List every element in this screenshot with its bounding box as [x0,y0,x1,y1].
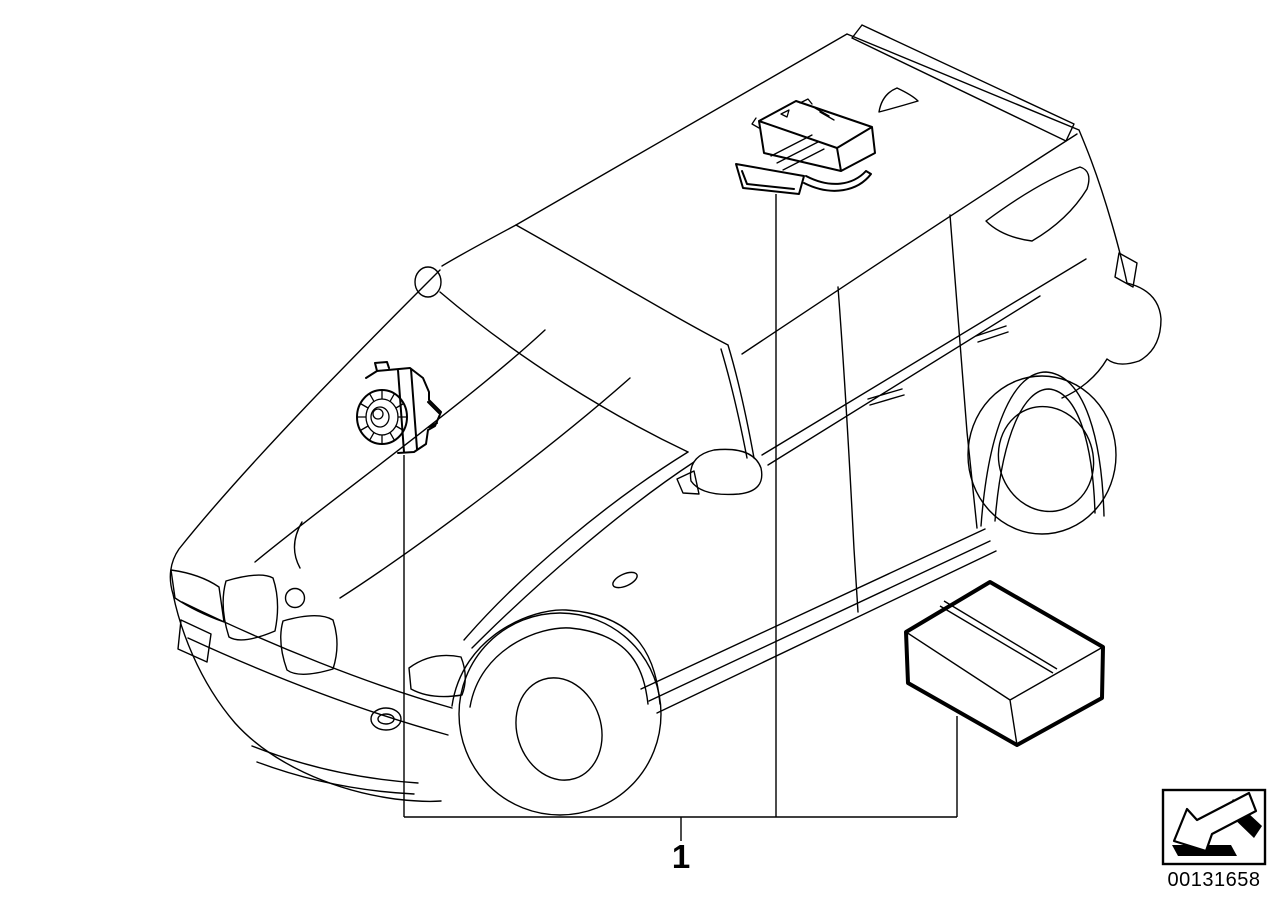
image-number: 00131658 [1168,869,1261,891]
siren-body [365,361,442,454]
fog-light-inner [377,713,395,725]
alarm-siren-drawing [356,361,442,454]
vehicle-drawing [169,24,1162,816]
module-housing [758,100,876,172]
retrofit-kit-box-drawing [904,580,1105,747]
car-silhouette [169,33,1162,803]
alarm-control-module-drawing [735,98,876,195]
module-bow-bracket [803,170,872,192]
side-repeater [612,571,638,589]
door-mirror [676,448,763,496]
front-rim [515,677,603,781]
callout-1[interactable]: 1 [672,838,690,875]
siren-spokes [356,389,408,445]
module-clips [751,98,813,129]
box-inner-edges [905,631,1104,746]
glasshouse-lines [439,133,1090,613]
hood-creases [254,329,631,599]
rear-tire [967,375,1117,535]
leader-lines [403,194,958,841]
brand-roundel [284,587,306,609]
fog-light [370,707,402,731]
siren-hub [372,408,384,420]
module-bracket-plate [735,163,805,195]
far-mirror [414,266,442,298]
corner-arrow-icon [1172,791,1262,856]
siren-face-inner [370,406,390,428]
front-tire [458,612,662,816]
module-ribs [770,107,835,171]
roof-rails [851,24,1075,142]
box-outline [904,580,1105,747]
wheel-arches [451,371,1105,708]
rear-rim [997,405,1095,513]
bodyside-lines [463,258,1087,714]
box-seam [939,600,1058,674]
arrow-body [1172,791,1258,853]
stamp: 00131658 [1161,788,1267,891]
